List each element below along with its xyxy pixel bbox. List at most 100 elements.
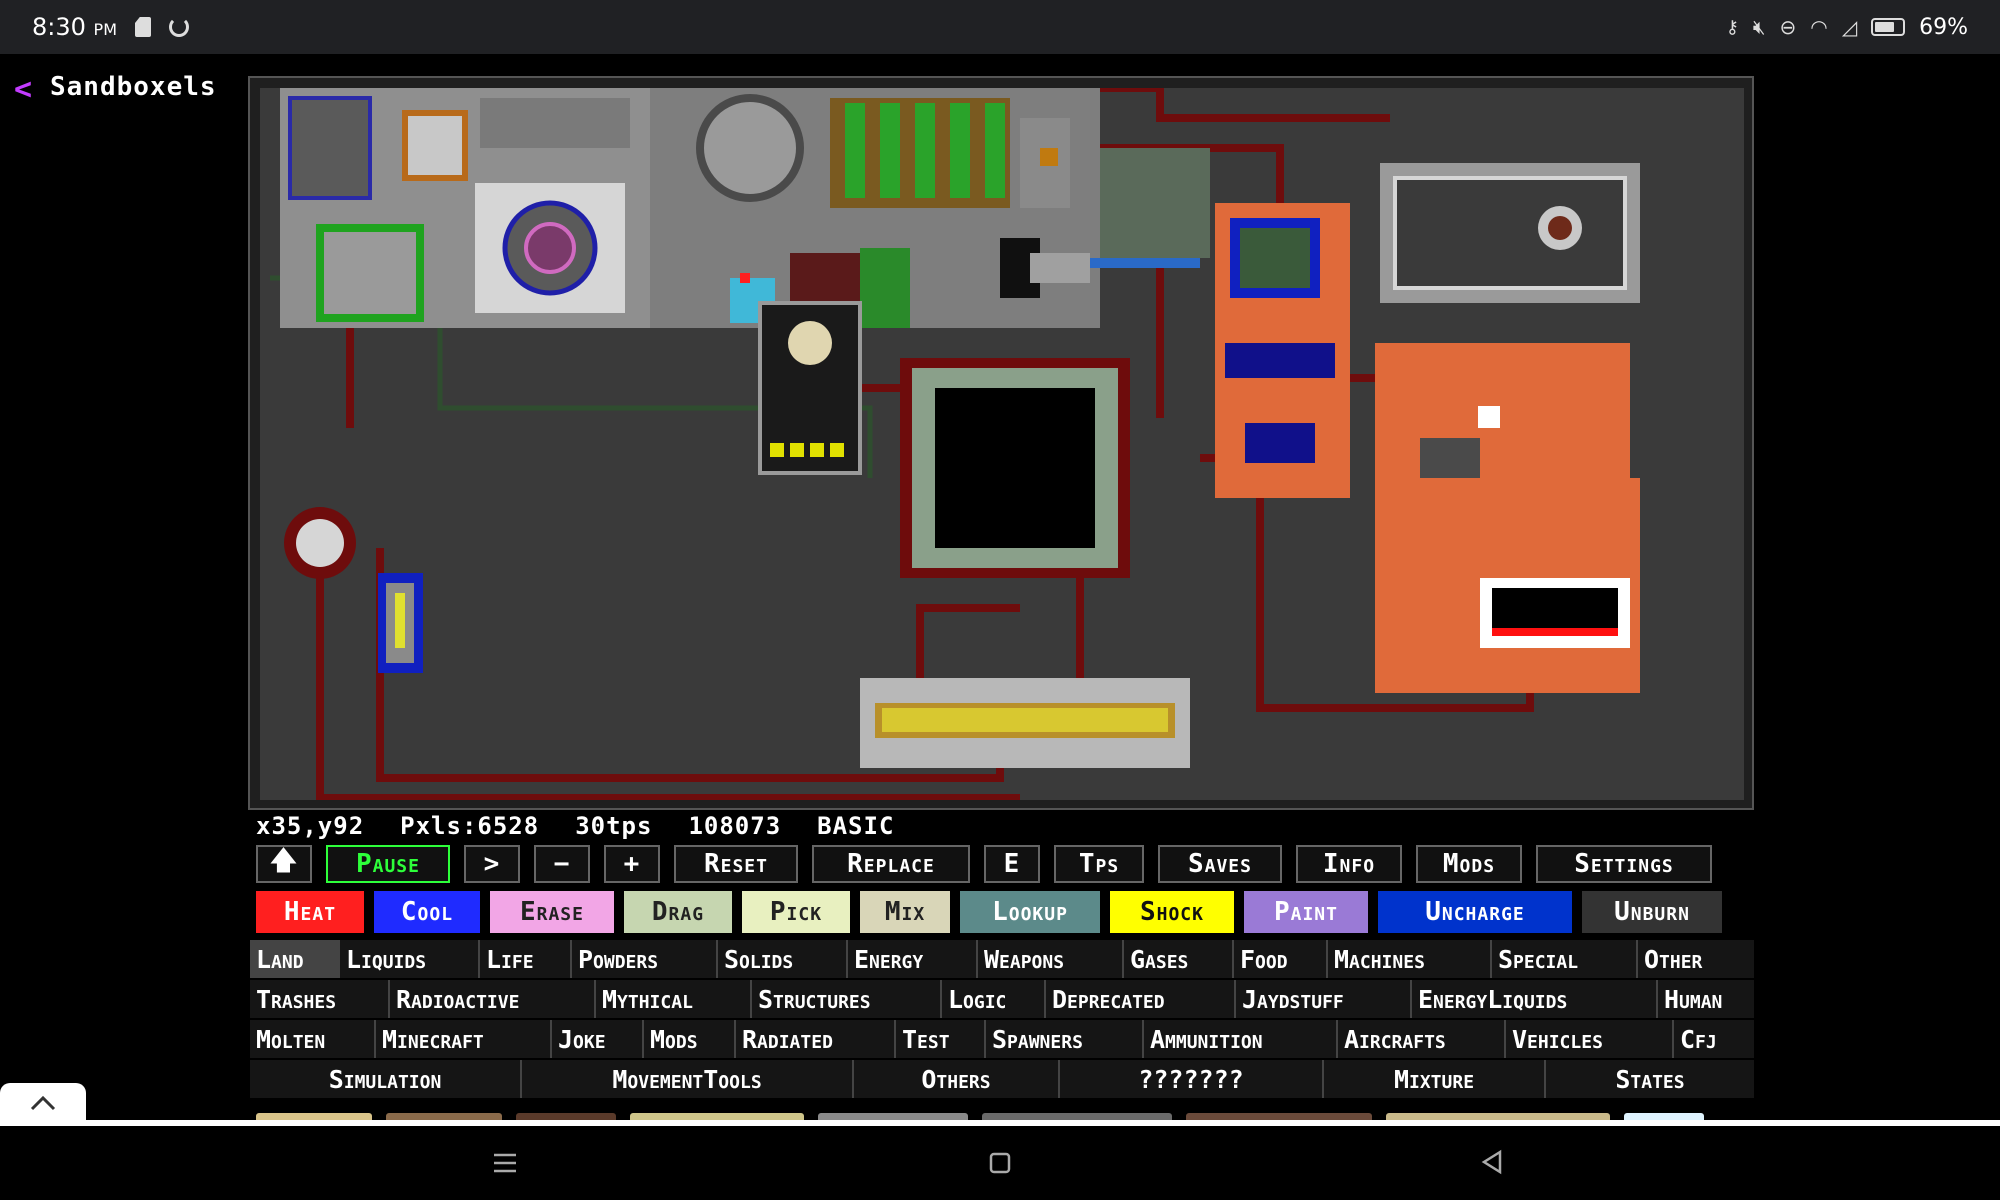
battery-percent: 69% (1919, 14, 1968, 40)
brush-plus-button[interactable]: + (604, 845, 660, 883)
category-row-3: Molten Minecraft Joke Mods Radiated Test… (250, 1020, 1754, 1058)
tool-unburn[interactable]: Unburn (1582, 891, 1722, 933)
pause-button[interactable]: Pause (326, 845, 450, 883)
pixel-count: Pxls:6528 (400, 812, 540, 840)
category-row-1: Land Liquids Life Powders Solids Energy … (250, 940, 1754, 978)
pixel-scene (270, 88, 1640, 800)
home-square-icon[interactable] (988, 1148, 1012, 1183)
simulation-board[interactable] (260, 88, 1744, 800)
element-swatch-strip (250, 1113, 1760, 1121)
category-molten[interactable]: Molten (250, 1020, 376, 1058)
category-row-2: Trashes Radioactive Mythical Structures … (250, 980, 1754, 1018)
category-mods[interactable]: Mods (644, 1020, 736, 1058)
tool-uncharge[interactable]: Uncharge (1378, 891, 1572, 933)
settings-button[interactable]: Settings (1536, 845, 1712, 883)
back-triangle-icon[interactable] (1480, 1148, 1504, 1183)
category-energy[interactable]: Energy (848, 940, 978, 978)
category-vehicles[interactable]: Vehicles (1506, 1020, 1674, 1058)
category-deprecated[interactable]: Deprecated (1046, 980, 1236, 1018)
sync-icon (169, 17, 189, 37)
clock: 8:30 PM (32, 13, 117, 41)
category-jaydstuff[interactable]: Jaydstuff (1236, 980, 1412, 1018)
category-minecraft[interactable]: Minecraft (376, 1020, 552, 1058)
category-solids[interactable]: Solids (718, 940, 848, 978)
mods-button[interactable]: Mods (1416, 845, 1522, 883)
element-swatch[interactable] (982, 1113, 1172, 1121)
page-title: Sandboxels (50, 72, 217, 102)
menu-icon[interactable] (492, 1148, 518, 1183)
category-land[interactable]: Land (250, 940, 340, 978)
reset-button[interactable]: Reset (674, 845, 798, 883)
category-structures[interactable]: Structures (752, 980, 942, 1018)
tool-drag[interactable]: Drag (624, 891, 732, 933)
coords-readout: x35,y92 (256, 812, 365, 840)
category-mixture[interactable]: Mixture (1324, 1060, 1546, 1098)
category-joke[interactable]: Joke (552, 1020, 644, 1058)
dnd-icon: ⊖ (1779, 15, 1797, 39)
category-mythical[interactable]: Mythical (596, 980, 752, 1018)
element-swatch[interactable] (818, 1113, 968, 1121)
element-swatch[interactable] (1386, 1113, 1610, 1121)
game-canvas[interactable] (248, 76, 1754, 810)
category-machines[interactable]: Machines (1328, 940, 1492, 978)
clock-ampm: PM (93, 20, 117, 39)
tool-mix[interactable]: Mix (860, 891, 950, 933)
element-swatch[interactable] (630, 1113, 804, 1121)
up-arrow-button[interactable]: 🡅 (256, 845, 312, 883)
category-logic[interactable]: Logic (942, 980, 1046, 1018)
tool-lookup[interactable]: Lookup (960, 891, 1100, 933)
tool-shock[interactable]: Shock (1110, 891, 1234, 933)
category-human[interactable]: Human (1664, 984, 1723, 1014)
category-gases[interactable]: Gases (1124, 940, 1234, 978)
mode-readout: BASIC (817, 812, 895, 840)
tps-button[interactable]: Tps (1054, 845, 1144, 883)
chevron-up-icon (30, 1095, 56, 1111)
e-button[interactable]: E (984, 845, 1040, 883)
info-button[interactable]: Info (1296, 845, 1402, 883)
element-swatch[interactable] (1186, 1113, 1372, 1121)
category-aircrafts[interactable]: Aircrafts (1338, 1020, 1506, 1058)
category-liquids[interactable]: Liquids (340, 940, 480, 978)
category-powders[interactable]: Powders (572, 940, 718, 978)
element-swatch[interactable] (516, 1113, 616, 1121)
category-ammunition[interactable]: Ammunition (1144, 1020, 1338, 1058)
vpn-key-icon: ⚷ (1725, 16, 1739, 38)
category-cfj[interactable]: Cfj (1680, 1024, 1717, 1054)
category-movementtools[interactable]: MovementTools (522, 1060, 854, 1098)
sd-card-icon (135, 17, 151, 37)
category-trashes[interactable]: Trashes (250, 980, 390, 1018)
brush-minus-button[interactable]: − (534, 845, 590, 883)
clock-time: 8:30 (32, 13, 86, 41)
tool-cool[interactable]: Cool (374, 891, 480, 933)
element-swatch[interactable] (1624, 1113, 1704, 1121)
category-food[interactable]: Food (1234, 940, 1328, 978)
category-other[interactable]: Other (1644, 944, 1703, 974)
category-states[interactable]: States (1615, 1064, 1685, 1094)
tool-pick[interactable]: Pick (742, 891, 850, 933)
element-swatch[interactable] (256, 1113, 372, 1121)
chevron-left-icon[interactable]: < (14, 72, 33, 107)
battery-icon (1871, 18, 1906, 36)
stats-bar: x35,y92 Pxls:6528 30tps 108073 BASIC (256, 812, 894, 842)
category-special[interactable]: Special (1492, 940, 1638, 978)
signal-icon: ◿ (1841, 15, 1858, 39)
category-unknown[interactable]: ??????? (1060, 1060, 1324, 1098)
navigation-bar (0, 1126, 2000, 1200)
category-energyliquids[interactable]: EnergyLiquids (1412, 980, 1658, 1018)
tool-erase[interactable]: Erase (490, 891, 614, 933)
tool-paint[interactable]: Paint (1244, 891, 1368, 933)
replace-button[interactable]: Replace (812, 845, 970, 883)
category-radiated[interactable]: Radiated (736, 1020, 896, 1058)
category-life[interactable]: Life (480, 940, 572, 978)
category-others[interactable]: Others (854, 1060, 1060, 1098)
category-spawners[interactable]: Spawners (986, 1020, 1144, 1058)
category-simulation[interactable]: Simulation (250, 1060, 522, 1098)
category-weapons[interactable]: Weapons (978, 940, 1124, 978)
tool-heat[interactable]: Heat (256, 891, 364, 933)
element-swatch[interactable] (386, 1113, 502, 1121)
category-test[interactable]: Test (896, 1020, 986, 1058)
step-button[interactable]: > (464, 845, 520, 883)
saves-button[interactable]: Saves (1158, 845, 1282, 883)
category-radioactive[interactable]: Radioactive (390, 980, 596, 1018)
expand-sheet-button[interactable] (0, 1083, 86, 1123)
